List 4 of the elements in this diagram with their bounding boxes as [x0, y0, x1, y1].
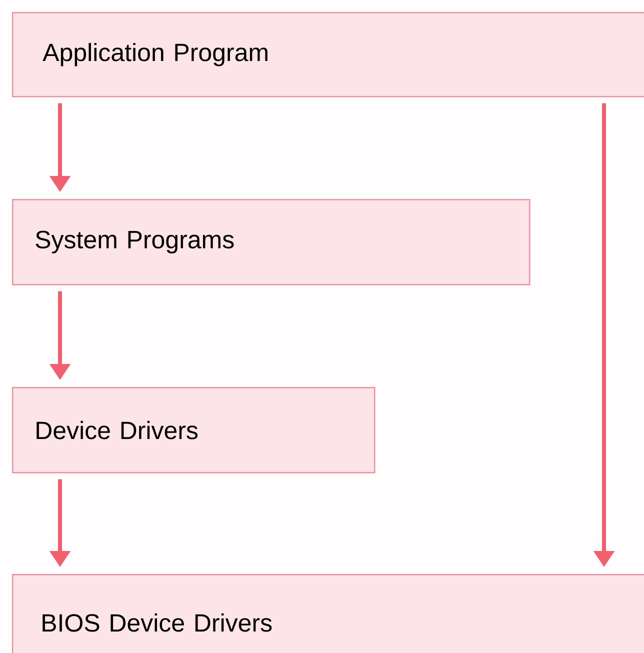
process-box: BIOS Device Drivers	[12, 574, 644, 653]
process-box: Application Program	[12, 12, 644, 98]
process-box: Device Drivers	[12, 387, 376, 474]
process-box: System Programs	[12, 199, 530, 286]
